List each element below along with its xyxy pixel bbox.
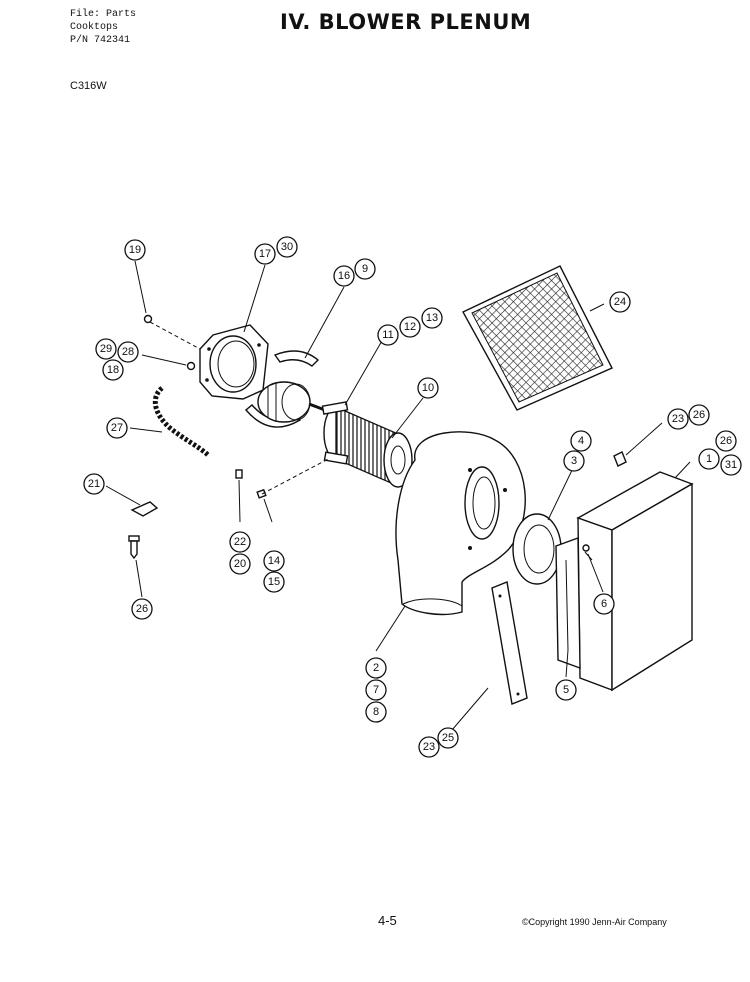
svg-text:31: 31 xyxy=(725,459,737,471)
callout-28: 28 xyxy=(117,341,139,363)
svg-text:6: 6 xyxy=(601,598,607,610)
svg-text:10: 10 xyxy=(422,382,434,394)
callout-27: 27 xyxy=(106,417,128,439)
bracket xyxy=(130,501,159,517)
svg-text:29: 29 xyxy=(100,343,112,355)
cover-plate xyxy=(491,581,528,705)
callout-16: 16 xyxy=(333,265,355,287)
svg-text:16: 16 xyxy=(338,270,350,282)
svg-text:23: 23 xyxy=(423,741,435,753)
svg-text:24: 24 xyxy=(614,296,626,308)
blower-housing xyxy=(395,431,526,616)
page-number: 4-5 xyxy=(378,913,397,928)
callout-22: 22 xyxy=(229,531,251,553)
callout-18: 18 xyxy=(102,359,124,381)
callout-21: 21 xyxy=(83,473,105,495)
wire-harness xyxy=(152,386,210,457)
callout-15: 15 xyxy=(263,571,285,593)
alignment-line xyxy=(149,321,201,350)
callout-11: 11 xyxy=(377,324,399,346)
svg-text:1: 1 xyxy=(706,453,712,465)
callout-13: 13 xyxy=(421,307,443,329)
callout-30: 30 xyxy=(276,236,298,258)
callout-31: 31 xyxy=(720,454,742,476)
svg-text:25: 25 xyxy=(442,732,454,744)
svg-text:9: 9 xyxy=(362,263,368,275)
callout-23: 23 xyxy=(418,736,440,758)
nut xyxy=(143,314,153,324)
svg-text:4: 4 xyxy=(578,435,584,447)
svg-text:7: 7 xyxy=(373,684,379,696)
leader-lines xyxy=(105,260,691,738)
svg-text:23: 23 xyxy=(672,413,684,425)
alignment-line xyxy=(261,457,331,495)
callout-3: 3 xyxy=(563,450,585,472)
callout-5: 5 xyxy=(555,679,577,701)
blower-motor xyxy=(245,350,326,428)
callout-26: 26 xyxy=(715,430,737,452)
svg-text:26: 26 xyxy=(136,603,148,615)
washer xyxy=(186,361,196,371)
copyright-notice: ©Copyright 1990 Jenn-Air Company xyxy=(522,917,667,927)
svg-text:14: 14 xyxy=(268,555,280,567)
svg-text:12: 12 xyxy=(404,321,416,333)
svg-text:3: 3 xyxy=(571,455,577,467)
grease-filter xyxy=(462,265,613,411)
svg-text:2: 2 xyxy=(373,662,379,674)
svg-text:5: 5 xyxy=(563,684,569,696)
callout-17: 17 xyxy=(254,243,276,265)
svg-text:21: 21 xyxy=(88,478,100,490)
callout-23: 23 xyxy=(667,408,689,430)
header-part-number: P/N 742341 xyxy=(70,35,131,46)
callout-14: 14 xyxy=(263,550,285,572)
callout-8: 8 xyxy=(365,701,387,723)
svg-text:27: 27 xyxy=(111,422,123,434)
svg-text:28: 28 xyxy=(122,346,134,358)
header-file-line: File: Parts xyxy=(70,9,137,20)
callout-29: 29 xyxy=(95,338,117,360)
plenum-box xyxy=(555,471,694,692)
svg-text:26: 26 xyxy=(693,409,705,421)
svg-text:8: 8 xyxy=(373,706,379,718)
blower-wheel xyxy=(321,401,413,488)
callout-2: 2 xyxy=(365,657,387,679)
retaining-clip xyxy=(613,451,627,467)
callout-24: 24 xyxy=(609,291,631,313)
svg-text:13: 13 xyxy=(426,312,438,324)
svg-text:30: 30 xyxy=(281,241,293,253)
callout-26: 26 xyxy=(131,598,153,620)
set-screw xyxy=(256,488,267,499)
callout-25: 25 xyxy=(437,727,459,749)
callout-20: 20 xyxy=(229,553,251,575)
callout-1: 1 xyxy=(698,448,720,470)
callout-7: 7 xyxy=(365,679,387,701)
page-title: IV. BLOWER PLENUM xyxy=(280,10,532,34)
callout-9: 9 xyxy=(354,258,376,280)
mounting-screw xyxy=(128,535,140,560)
model-number: C316W xyxy=(70,80,107,92)
callout-6: 6 xyxy=(593,593,615,615)
svg-text:19: 19 xyxy=(129,244,141,256)
callout-12: 12 xyxy=(399,316,421,338)
motor-mount-plate xyxy=(199,324,269,400)
gasket-ring xyxy=(512,513,562,585)
svg-text:17: 17 xyxy=(259,248,271,260)
svg-text:20: 20 xyxy=(234,558,246,570)
header-category-line: Cooktops xyxy=(70,22,119,33)
svg-text:15: 15 xyxy=(268,576,280,588)
svg-text:22: 22 xyxy=(234,536,246,548)
callout-26: 26 xyxy=(688,404,710,426)
screw-small xyxy=(235,469,243,479)
svg-text:26: 26 xyxy=(720,435,732,447)
callout-4: 4 xyxy=(570,430,592,452)
svg-text:18: 18 xyxy=(107,364,119,376)
callout-19: 19 xyxy=(124,239,146,261)
callout-10: 10 xyxy=(417,377,439,399)
svg-text:11: 11 xyxy=(382,329,393,341)
